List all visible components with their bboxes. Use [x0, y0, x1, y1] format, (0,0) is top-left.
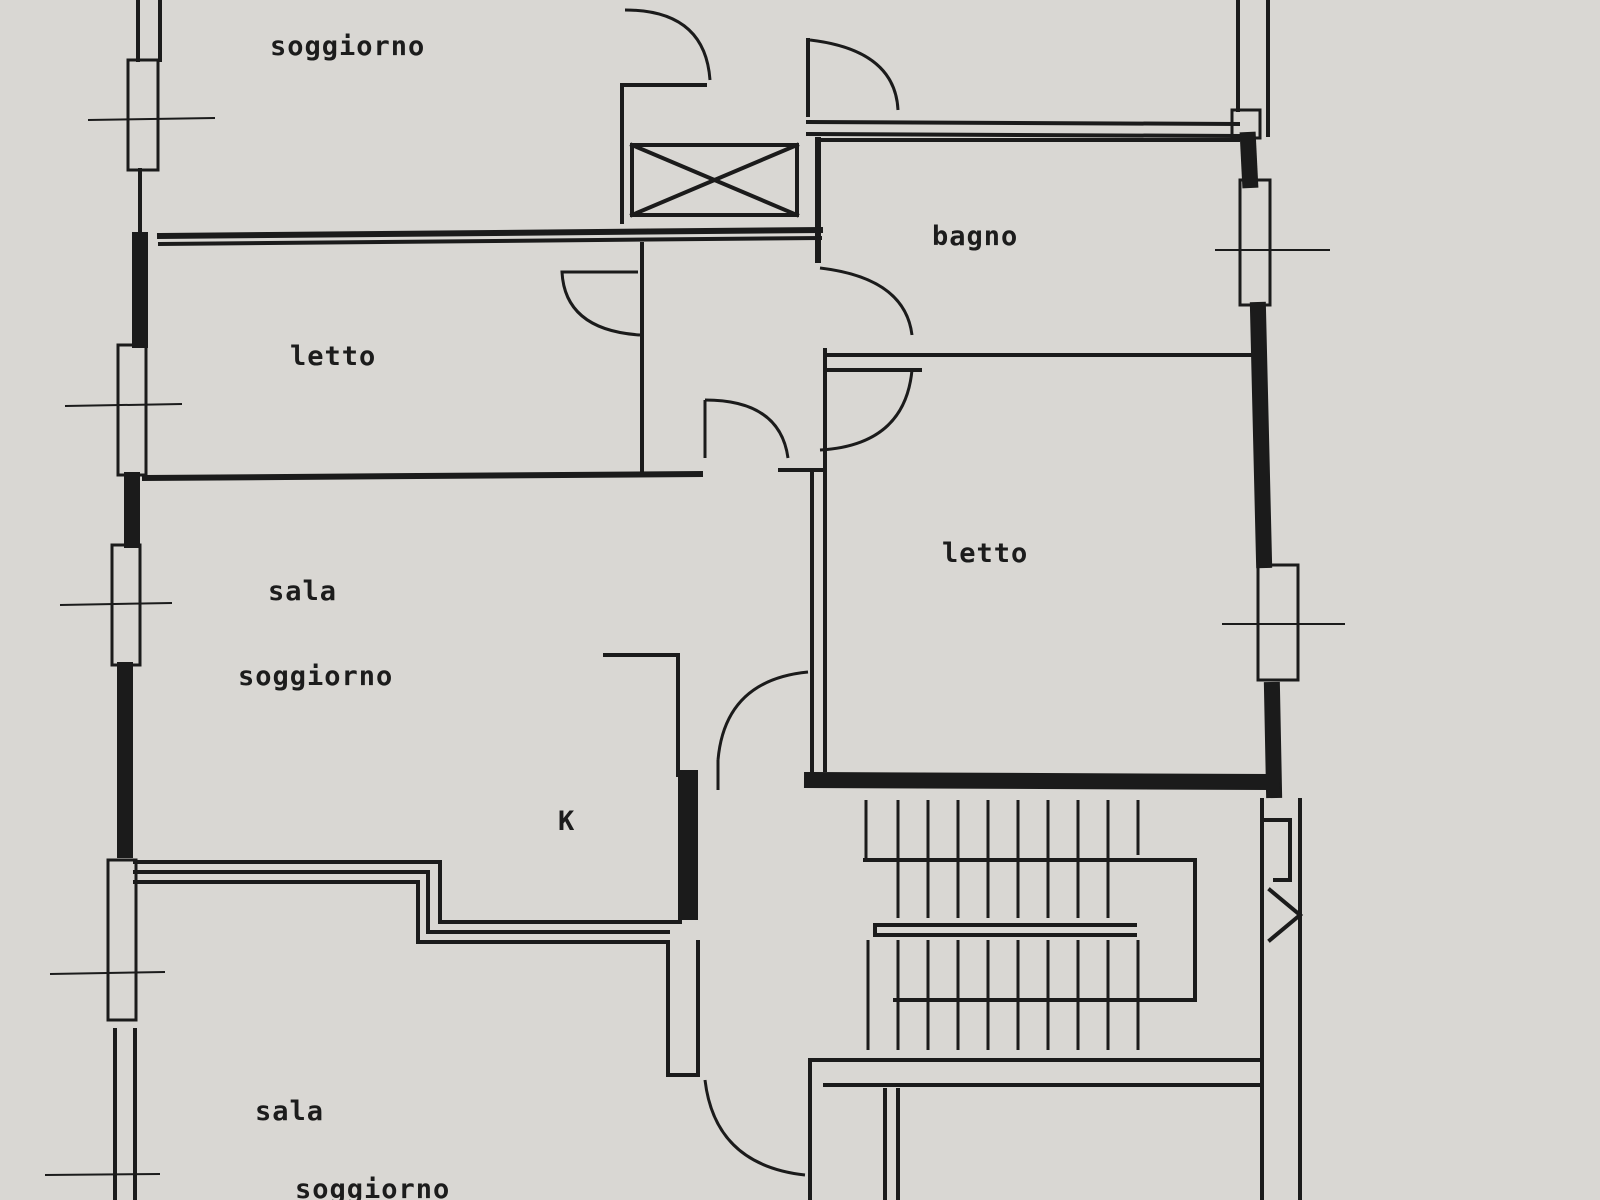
staircase — [863, 800, 1197, 1050]
label-soggiorno-mid: soggiorno — [238, 661, 393, 692]
left-exterior-wall — [106, 0, 162, 1200]
label-soggiorno-bottom: soggiorno — [295, 1174, 450, 1200]
middle-walls — [141, 242, 1281, 920]
lower-walls — [133, 818, 1304, 1200]
label-letto-left: letto — [290, 341, 376, 372]
upper-flight-steps — [864, 800, 1140, 918]
label-kitchen: K — [558, 806, 575, 837]
label-sala-bottom: sala — [255, 1096, 324, 1127]
label-soggiorno-top: soggiorno — [270, 31, 425, 62]
window-ticks-right — [1215, 249, 1345, 625]
window-ticks-left — [44, 117, 216, 1176]
label-bagno: bagno — [932, 221, 1018, 252]
label-letto-right: letto — [942, 538, 1028, 569]
upper-doors — [560, 8, 914, 459]
right-exterior-wall — [1230, 0, 1302, 1200]
upper-walls — [156, 38, 1252, 372]
lower-flight-steps — [866, 940, 1140, 1050]
label-sala-mid: sala — [268, 576, 337, 607]
kitchen-wall-block — [678, 770, 698, 920]
